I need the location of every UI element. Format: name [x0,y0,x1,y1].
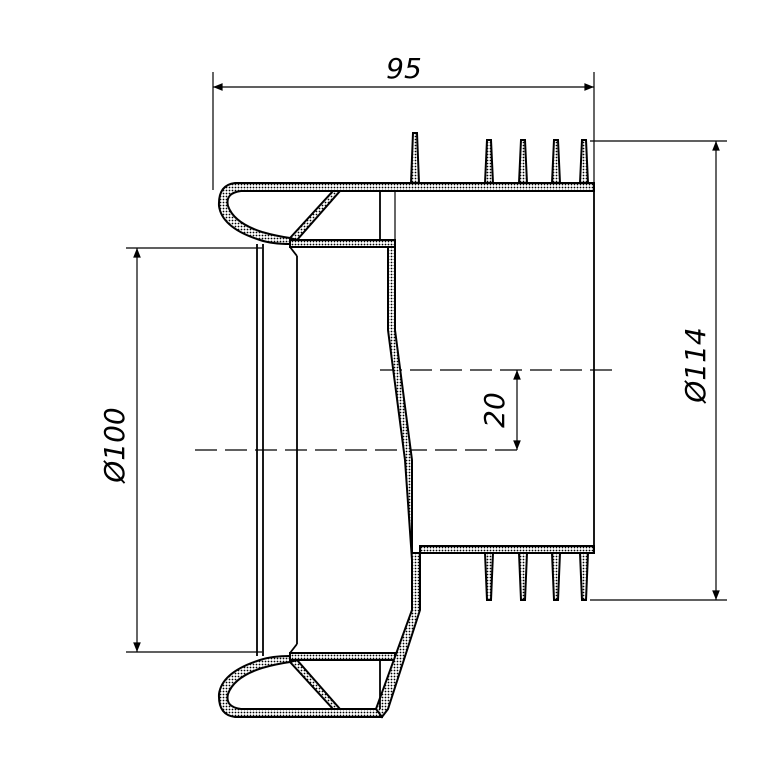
upper-inner-step [289,239,396,248]
lower-pipe-wall [419,545,595,554]
offset-label: 20 [478,392,511,428]
fin-bottom-4 [578,552,590,601]
fin-top-3 [517,139,529,184]
fin-top-4 [550,139,562,184]
center-lines [195,369,615,451]
fin-top-5 [578,139,590,184]
lower-inner-step [289,652,396,661]
fin-top-1 [409,132,421,184]
inner-diameter-label: Ø100 [98,407,131,483]
offset-dimension: 20 [478,369,521,451]
outer-diameter-dimension: Ø114 [590,140,727,601]
upper-rib [288,190,343,242]
fin-top-2 [483,139,495,184]
outer-diameter-label: Ø114 [679,327,712,403]
length-dimension: 95 [212,52,595,190]
seal-fins [409,132,590,601]
outlet-wall [374,246,421,719]
lower-rib [288,658,343,710]
fitting-body [217,182,595,719]
fin-bottom-3 [550,552,562,601]
upper-shell [217,182,595,246]
fin-bottom-1 [483,552,495,601]
fin-bottom-2 [517,552,529,601]
inner-diameter-dimension: Ø100 [98,247,262,653]
length-label: 95 [386,52,422,85]
